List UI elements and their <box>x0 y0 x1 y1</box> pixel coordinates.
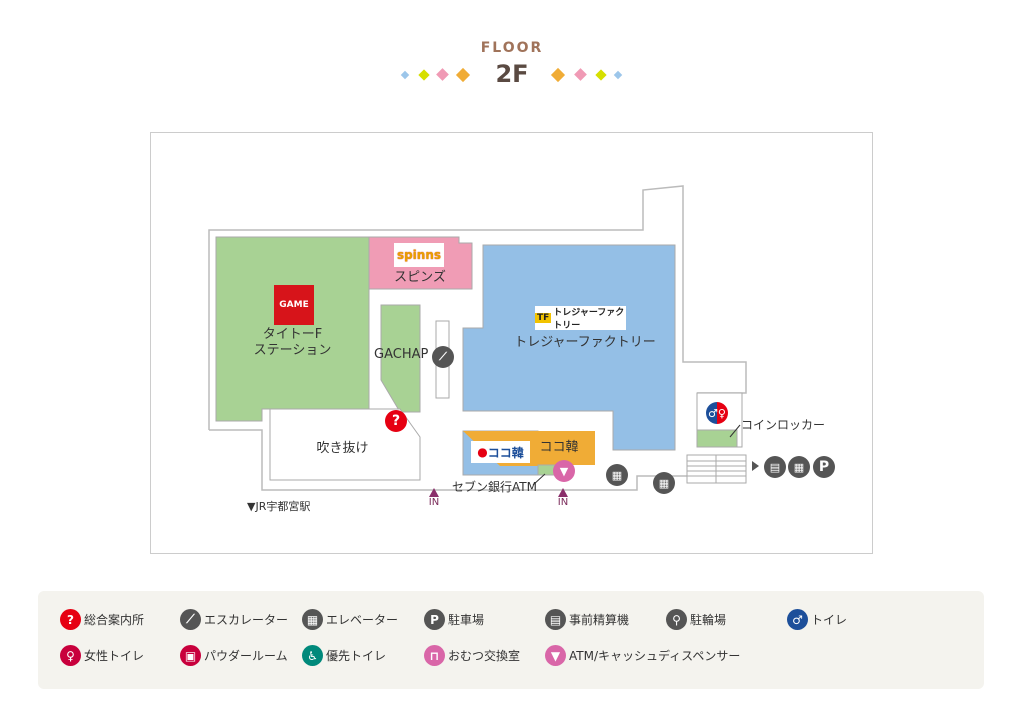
floor-label: FLOOR <box>480 40 544 56</box>
elevator-icon[interactable]: ▦ <box>788 456 810 478</box>
elevator-icon[interactable]: ▦ <box>653 472 675 494</box>
stairs <box>686 454 747 484</box>
legend-item: ▼ATM/キャッシュディスペンサー <box>545 645 740 666</box>
legend-label: エスカレーター <box>204 613 289 627</box>
legend-item: ♀女性トイレ <box>60 645 144 666</box>
shop-game-name[interactable]: タイトーF ステーション <box>253 327 332 358</box>
atm-icon: ▼ <box>545 645 566 666</box>
legend-item: ▦エレベーター <box>302 609 398 630</box>
legend-label: ATM/キャッシュディスペンサー <box>569 649 741 663</box>
locker-area <box>696 429 738 448</box>
info-icon: ? <box>60 609 81 630</box>
legend-label: おむつ交換室 <box>448 649 521 663</box>
atm-leader <box>532 473 546 486</box>
bicycle-icon: ⚲ <box>666 609 687 630</box>
building-outline-bottom <box>209 429 687 491</box>
entrance-arrow-icon <box>429 488 439 497</box>
shop-koko-name[interactable]: ココ韓 <box>539 440 579 455</box>
game-logo: GAME <box>274 285 314 325</box>
area-gachap <box>380 304 421 413</box>
parking-icon[interactable]: P <box>813 456 835 478</box>
legend-label: トイレ <box>811 613 848 627</box>
shop-spinns-name[interactable]: スピンズ <box>394 270 446 285</box>
elevator-icon: ▦ <box>302 609 323 630</box>
legend-label: エレベーター <box>326 613 399 627</box>
baby-changing-icon: ⊓ <box>424 645 445 666</box>
legend-item: ♂トイレ <box>787 609 847 630</box>
legend-label: 総合案内所 <box>84 613 145 627</box>
atrium-name: 吹き抜け <box>316 441 369 456</box>
legend-label: 女性トイレ <box>84 649 145 663</box>
elevator-icon[interactable]: ▦ <box>606 464 628 486</box>
toilet-icon[interactable]: ♂♀ <box>706 402 728 424</box>
area-atrium <box>269 408 421 481</box>
koko-logo: ●ココ韓 <box>471 441 530 463</box>
legend <box>38 591 984 689</box>
legend-item: ⟋エスカレーター <box>180 609 288 630</box>
legend-label: 駐輪場 <box>690 613 727 627</box>
floor-number: 2F <box>495 60 529 88</box>
escalator-icon: ⟋ <box>180 609 201 630</box>
legend-item: ⊓おむつ交換室 <box>424 645 520 666</box>
arrow-right-icon <box>752 461 759 471</box>
legend-item: ?総合案内所 <box>60 609 144 630</box>
legend-label: 事前精算機 <box>569 613 630 627</box>
accessible-toilet-icon: ♿ <box>302 645 323 666</box>
entrance-arrow-icon <box>558 488 568 497</box>
treasure-logo-mark: TF <box>535 313 552 323</box>
powder-room-icon: ▣ <box>180 645 201 666</box>
locker-leader <box>729 424 741 438</box>
entrance-1[interactable]: IN <box>424 488 444 508</box>
legend-label: 優先トイレ <box>326 649 387 663</box>
building-outline <box>208 185 747 430</box>
legend-item: ♿優先トイレ <box>302 645 386 666</box>
legend-item: ⚲駐輪場 <box>666 609 726 630</box>
escalator-icon[interactable]: ⟋ <box>432 346 454 368</box>
women-toilet-icon: ♀ <box>60 645 81 666</box>
legend-item: ▤事前精算機 <box>545 609 629 630</box>
shop-treasure-name[interactable]: トレジャーファクトリー <box>514 335 656 350</box>
floor-map-frame <box>150 132 873 554</box>
jr-station-label[interactable]: ▼JR宇都宮駅 <box>247 500 311 513</box>
payment-machine-icon[interactable]: ▤ <box>764 456 786 478</box>
spinns-logo: spinns <box>394 243 444 267</box>
payment-machine-icon: ▤ <box>545 609 566 630</box>
locker-label: コインロッカー <box>741 418 826 432</box>
treasure-logo-text: トレジャーファクトリー <box>553 308 625 331</box>
info-icon[interactable]: ? <box>385 410 407 432</box>
atm-label: セブン銀行ATM <box>452 480 537 494</box>
parking-icon: P <box>424 609 445 630</box>
legend-label: 駐車場 <box>448 613 485 627</box>
legend-label: パウダールーム <box>204 649 288 663</box>
entrance-2[interactable]: IN <box>553 488 573 508</box>
toilet-icon: ♂ <box>787 609 808 630</box>
legend-item: ▣パウダールーム <box>180 645 288 666</box>
area-treasure <box>462 244 676 451</box>
atm-icon[interactable]: ▼ <box>553 460 575 482</box>
shop-gachap-name[interactable]: GACHAP <box>374 347 429 362</box>
